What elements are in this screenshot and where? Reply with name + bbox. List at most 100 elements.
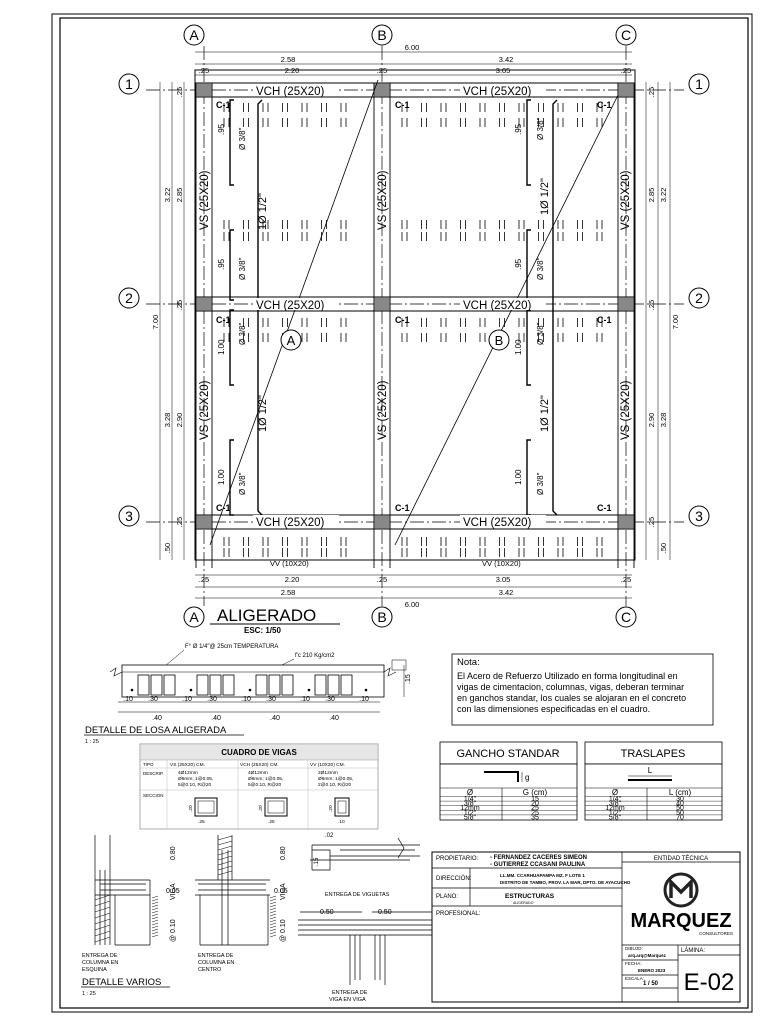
gancho-table-head-0: Ø (467, 788, 473, 797)
beam-label-2-bc: VCH (25X20) (463, 300, 532, 312)
det4-caption-0: ENTREGA DE (332, 990, 368, 996)
plan-title: ALIGERADO (217, 606, 316, 625)
losa-bar-3 (307, 688, 311, 692)
column-0-0 (195, 82, 213, 98)
gancho-g-label: g (525, 773, 529, 782)
losa-block-1-2 (222, 674, 235, 696)
stirrup-d1-5 (151, 910, 159, 914)
det1-caption-2: ESQUINA (82, 967, 107, 973)
cuadro-row-tipo: TIPO (143, 762, 154, 767)
hatch-d2-6 (217, 865, 233, 871)
dim-bot-bc: 3.42 (499, 588, 514, 597)
note-title: Nota: (457, 657, 480, 668)
col-label-b3: C-1 (395, 503, 410, 513)
gancho-table-cell-1-0: 3/8" (464, 801, 477, 808)
slab-b-diagonal (394, 94, 619, 546)
cuadro-d2-1: Ø6mm; 1@0.05, (248, 776, 283, 782)
dim-right-col3: .25 (647, 517, 656, 527)
losa-aligerada-detail: F° Ø 1/4"@ 25cm TEMPERATURA f'c 210 Kg/c… (84, 644, 412, 745)
hatch-d1-6 (94, 930, 111, 937)
cuadro-d1-0: 4Ø12mm (178, 770, 198, 776)
cuadro-d3-0: 5@0.10, R@20 (178, 782, 212, 788)
note-line-0: El Acero de Refuerzo Utilizado en forma … (457, 671, 678, 681)
losa-dim-6: .10 (300, 696, 310, 703)
losa-bar-1 (189, 688, 193, 692)
col-label-c3: C-1 (597, 503, 612, 513)
traslapes-table-cell-1-0: 3/8" (609, 801, 622, 808)
hatch-d1-7 (94, 936, 111, 943)
stirrup-d2-8 (269, 919, 277, 923)
dim-bot-col-b: .25 (377, 575, 387, 584)
losa-block-0-0 (137, 674, 150, 696)
col-label-a3: C-1 (216, 503, 231, 513)
neg-rebar-bracket-3 (229, 439, 234, 516)
dim-left-23c: 2.90 (175, 413, 184, 428)
tb-entidad: ENTIDAD TÉCNICA (654, 855, 708, 862)
losa-dim-3: .30 (207, 696, 217, 703)
rebar-neg-b1: Ø 3/8" (536, 117, 545, 140)
tb-direccion-1: DISTRITO DE TAMBO, PROV. LA MAR, DPTO. D… (500, 880, 631, 885)
axis-bubble-top-2 (615, 24, 637, 46)
column-1-2 (373, 514, 391, 530)
beam-label-b-12: VS (25X20) (377, 170, 389, 230)
tb-dibujo-label: DIBUJO: (625, 946, 643, 951)
stirrup-d1-1 (151, 898, 159, 902)
stirrup-d1-9 (151, 922, 159, 926)
dim-left-total: 7.00 (151, 315, 160, 330)
stirrup-d2-2 (269, 901, 277, 905)
stirrup-d2-4 (269, 907, 277, 911)
neg-len-a3: 1.00 (217, 469, 226, 485)
axis-bubble-bottom-1 (371, 606, 393, 628)
traslapes-table-cell-4-1: 70 (676, 814, 684, 821)
stirrup-d2-9 (269, 922, 277, 926)
losa-block-3-0 (314, 674, 327, 696)
gancho-table-cell-3-1: 25 (531, 810, 539, 817)
col-label-b2: C-1 (395, 315, 410, 325)
dim-top-col-a: .25 (199, 66, 209, 75)
hatch-d2-5 (217, 860, 233, 866)
gancho-table-cell-3-0: 1/2" (464, 810, 477, 817)
axis-label-bottom-0: A (189, 609, 199, 625)
dim-left-12: 3.22 (163, 188, 172, 203)
cuadro-h-0: .20 (188, 805, 194, 812)
cuadro-stirrup-2 (337, 800, 347, 814)
losa-body (121, 664, 385, 698)
axis-num-1-2: 3 (695, 508, 703, 524)
cuadro-section-0 (194, 797, 218, 817)
losa-dim-2: .10 (182, 696, 192, 703)
tb-escala: 1 / 50 (643, 981, 659, 987)
rebar-neg-a1: Ø 3/8" (238, 127, 247, 150)
column-0-2 (195, 514, 213, 530)
det4-050b: 0.50 (378, 909, 392, 916)
dim-top-ab: 2.58 (281, 55, 296, 64)
axis-num-1-0: 1 (695, 76, 703, 92)
neg-len-b3: 1.00 (514, 469, 523, 485)
traslapes-table-cell-4-0: 5/8" (609, 814, 622, 821)
rebar-neg-a2a: Ø 3/8" (238, 257, 247, 280)
aligerado-plan: A B VCH (25X20) VCH (25X20) VCH (25X20) … (118, 24, 710, 635)
cuadro-w-2: .10 (338, 819, 345, 825)
losa-bar-2 (248, 688, 252, 692)
cuadro-d3-2: 2@0.10, R@20 (318, 782, 352, 788)
dim-top-bc-clear: 3.05 (496, 66, 511, 75)
axis-bubble-num-1-1 (688, 287, 710, 309)
cuadro-d1-2: 2Ø12mm (318, 770, 338, 776)
axis-bubble-num-0-1 (118, 287, 140, 309)
column-1-1 (373, 296, 391, 312)
cuadro-w-0: .25 (198, 819, 205, 825)
beam-label-b-23: VS (25X20) (377, 380, 389, 440)
losa-fc-note: f'c 210 Kg/cm2 (295, 653, 335, 659)
gancho-table-cell-0-1: 15 (531, 796, 539, 803)
hatch-d2-3 (217, 850, 233, 856)
neg-len-a2b: 1.00 (217, 339, 226, 355)
det1-viga: VIGA (170, 883, 177, 900)
cuadro-d3-1: 5@0.10, R@20 (248, 782, 282, 788)
traslapes-table-cell-2-0: 12mm (605, 805, 625, 812)
cuadro-title: CUADRO DE VIGAS (221, 748, 297, 757)
rebar-main-a12: 1Ø 1/2" (257, 193, 269, 230)
detalles-texts: VIGA 0.80 @ 0.10 0.05 VIGA 0.80 @ 0.10 0… (166, 833, 392, 942)
axis-label-top-1: B (377, 27, 386, 43)
col-label-c1: C-1 (597, 100, 612, 110)
